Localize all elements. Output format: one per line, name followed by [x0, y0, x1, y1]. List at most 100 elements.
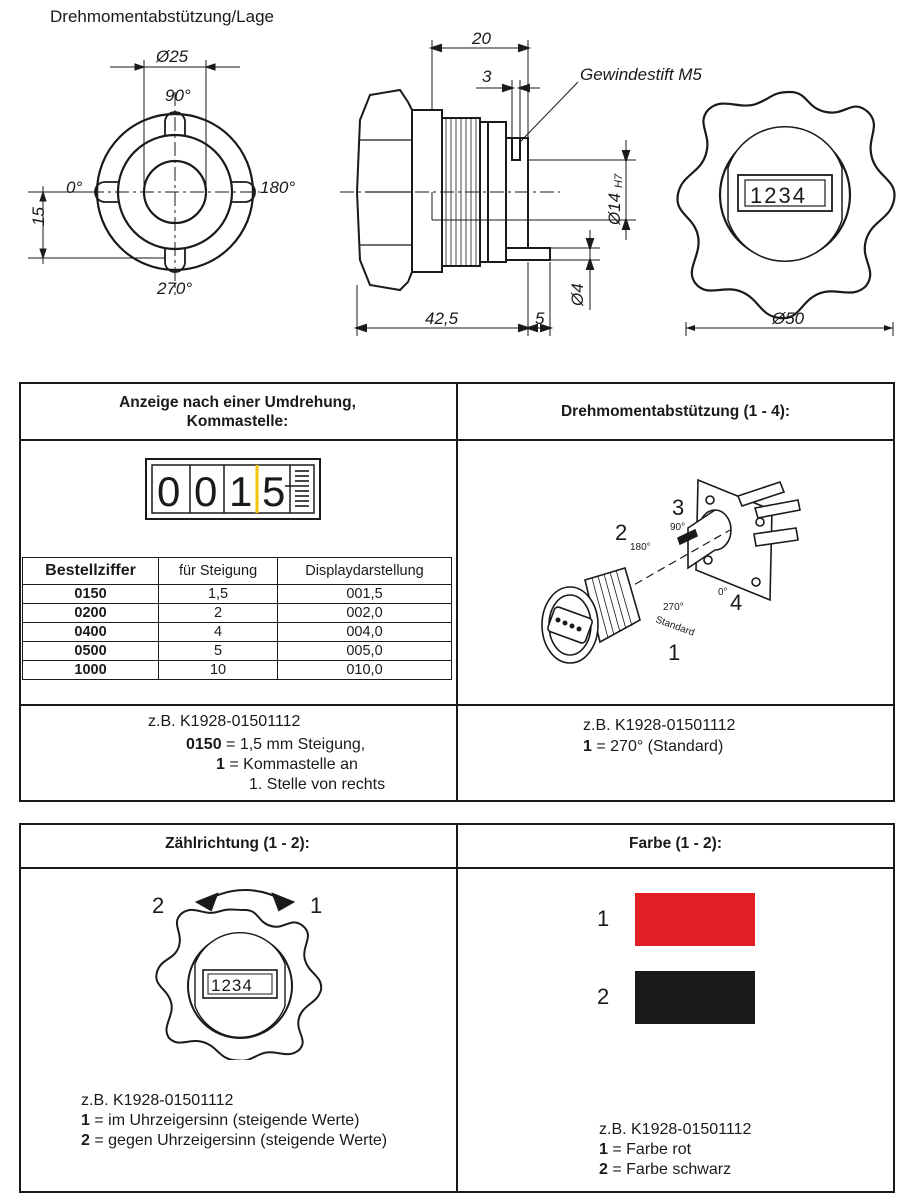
cell: 010,0 [277, 660, 452, 680]
panel3-example-line2: 1 = im Uhrzeigersinn (steigende Werte) [81, 1111, 360, 1131]
table-header-row: Bestellziffer für Steigung Displaydarste… [21, 557, 452, 585]
ex-code: 1 [216, 756, 225, 773]
dim-dia25: Ø25 [155, 47, 189, 66]
col-steigung: für Steigung [158, 557, 279, 585]
dim-3: 3 [482, 67, 492, 86]
ex-code: 1 [81, 1112, 90, 1129]
panel1-example-line1: z.B. K1928-01501112 [148, 713, 301, 730]
panel1-example-line3: 1 = Kommastelle an [216, 755, 358, 775]
panel4-example-line3: 2 = Farbe schwarz [599, 1160, 731, 1180]
cell: 4 [158, 622, 279, 642]
ex-code: 2 [81, 1132, 90, 1149]
ex-code: 1 [583, 738, 592, 755]
angle-90: 90° [165, 86, 191, 105]
angle-180: 180° [260, 178, 295, 197]
cell: 0400 [21, 622, 160, 642]
technical-drawing: Ø25 90° 0° 180° 270° 15 [28, 29, 896, 336]
cell: 001,5 [277, 584, 452, 604]
digit-1: 0 [157, 468, 180, 515]
cell: 2 [158, 603, 279, 623]
ex-text: = 1,5 mm Steigung, [221, 736, 366, 753]
dim-42-5: 42,5 [425, 309, 459, 328]
panel2-example-line2: 1 = 270° (Standard) [583, 737, 723, 757]
col-display: Displaydarstellung [277, 557, 452, 585]
grid-bottom-divider [456, 823, 458, 1193]
dim-dia50: Ø50 [771, 309, 805, 328]
ex-text: = Farbe schwarz [607, 1161, 732, 1178]
grid-top-example-line [19, 704, 895, 706]
color-1-label: 1 [597, 906, 610, 931]
cell: 0200 [21, 603, 160, 623]
angle-0: 0° [66, 178, 82, 197]
pos-1: 1 [668, 640, 680, 665]
pos-270-deg: 270° [663, 602, 684, 613]
table-row: 0500 5 005,0 [21, 641, 452, 661]
cell: 002,0 [277, 603, 452, 623]
dim-h7: H7 [613, 173, 625, 188]
panel3-example-line1: z.B. K1928-01501112 [81, 1092, 234, 1109]
knob-view [676, 90, 896, 336]
pos-180-deg: 180° [630, 542, 651, 553]
panel4-example-line2: 1 = Farbe rot [599, 1140, 691, 1160]
digit-4: 5 [262, 468, 285, 515]
cell: 0150 [21, 584, 160, 604]
panel4-example-line1: z.B. K1928-01501112 [599, 1121, 752, 1138]
side-view [340, 40, 636, 336]
pos-4: 4 [730, 590, 742, 615]
page-title: Drehmomentabstützung/Lage [50, 7, 274, 26]
pos-0-deg: 0° [718, 587, 728, 598]
ex-text: = Farbe rot [607, 1141, 692, 1158]
panel2-header: Drehmomentabstützung (1 - 4): [560, 403, 791, 420]
panel1-header-line2: Kommastelle: [186, 413, 289, 430]
table-row: 1000 10 010,0 [21, 660, 452, 680]
digit-3: 1 [229, 468, 252, 515]
panel1-header: Anzeige nach einer Umdrehung, Kommastell… [19, 393, 456, 431]
panel4-header: Farbe (1 - 2): [628, 835, 722, 852]
grid-bottom-header-line [19, 867, 895, 869]
panel2-example-line1: z.B. K1928-01501112 [583, 717, 736, 734]
torque-support-illustration: 2 180° 3 90° 270° Standard 1 0° 4 [541, 478, 801, 665]
dim-15: 15 [29, 207, 48, 226]
counter-display: 0 0 1 5 [145, 458, 321, 520]
color-swatch-red [635, 893, 755, 946]
dim-dia4: Ø4 [568, 283, 587, 307]
front-view [28, 60, 260, 295]
cell: 5 [158, 641, 279, 661]
dim-5: 5 [535, 309, 545, 328]
table-row: 0150 1,5 001,5 [21, 584, 452, 604]
ex-code: 0150 [186, 736, 222, 753]
cell: 1000 [21, 660, 160, 680]
ex-text: = im Uhrzeigersinn (steigende Werte) [89, 1112, 360, 1129]
pos-standard: Standard [654, 614, 696, 638]
panel3-example-line3: 2 = gegen Uhrzeigersinn (steigende Werte… [81, 1131, 387, 1151]
cell: 005,0 [277, 641, 452, 661]
panel3-header: Zählrichtung (1 - 2): [165, 835, 310, 852]
label-gewindestift: Gewindestift M5 [580, 65, 702, 84]
angle-270: 270° [156, 279, 192, 298]
ex-text: = gegen Uhrzeigersinn (steigende Werte) [89, 1132, 388, 1149]
pos-3: 3 [672, 495, 684, 520]
panel1-header-line1: Anzeige nach einer Umdrehung, [119, 394, 356, 411]
panel1-example-line2: 0150 = 1,5 mm Steigung, [186, 735, 365, 755]
cell: 1,5 [158, 584, 279, 604]
direction-1-label: 1 [310, 893, 323, 918]
pos-2: 2 [615, 520, 627, 545]
col-bestellziffer: Bestellziffer [21, 557, 160, 585]
cell: 0500 [21, 641, 160, 661]
panel1-example-line4: 1. Stelle von rechts [249, 776, 386, 793]
digit-2: 0 [194, 468, 217, 515]
cell: 004,0 [277, 622, 452, 642]
knob-display-digits: 1234 [750, 183, 807, 208]
grid-top-header-line [19, 439, 895, 441]
order-table: Bestellziffer für Steigung Displaydarste… [21, 557, 452, 680]
ex-code: 2 [599, 1161, 608, 1178]
color-swatch-black [635, 971, 755, 1024]
pos-90-deg: 90° [670, 522, 685, 533]
table-row: 0400 4 004,0 [21, 622, 452, 642]
knob-display-digits-small: 1234 [211, 976, 253, 995]
ex-code: 1 [599, 1141, 608, 1158]
direction-2-label: 2 [152, 893, 165, 918]
ex-text: = Kommastelle an [224, 756, 358, 773]
ex-text: = 270° (Standard) [591, 738, 724, 755]
color-2-label: 2 [597, 984, 610, 1009]
